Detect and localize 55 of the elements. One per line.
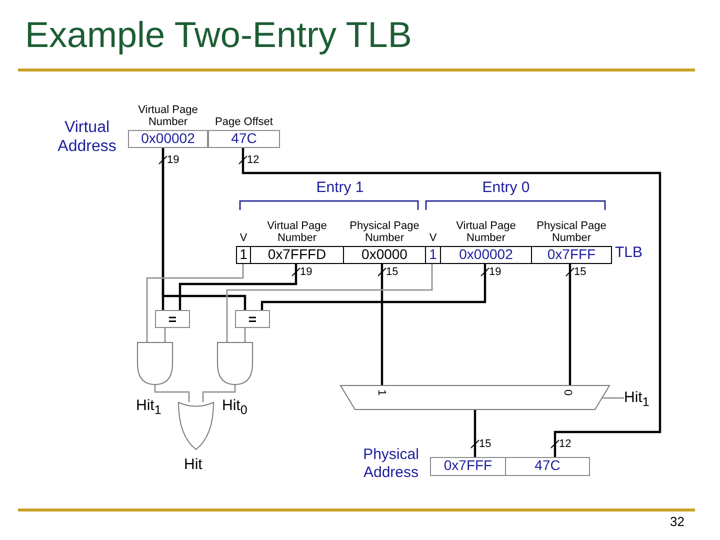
- wire: [474, 410, 476, 457]
- wire: [380, 264, 384, 385]
- register-cell: 1: [425, 246, 441, 264]
- signal-label: Hit$_{1}$: [624, 389, 650, 409]
- bus-width: 12: [247, 154, 260, 166]
- field-heading: Virtual Page Number: [137, 104, 199, 128]
- wire: [164, 328, 166, 342]
- register-cell: 0x00002: [128, 130, 208, 148]
- bus-width: 15: [479, 438, 492, 450]
- wire: [244, 328, 246, 342]
- table-label: TLB: [615, 244, 643, 262]
- field-heading: Physical Page Number: [348, 220, 420, 244]
- slide-title: Example Two-Entry TLB: [25, 14, 412, 56]
- output-label: Hit$_{0}$: [222, 397, 248, 417]
- field-heading: Physical Page Number: [536, 220, 608, 244]
- input-label: 1: [376, 389, 387, 396]
- address-label: Physical Address: [362, 446, 420, 482]
- wire: [146, 264, 244, 342]
- register-cell: 0x7FFF: [531, 246, 612, 264]
- wire: [242, 148, 662, 457]
- entry-label: Entry 0: [481, 179, 531, 197]
- bus-width: 15: [574, 266, 586, 278]
- register-cell: 0x7FFFD: [250, 246, 344, 264]
- field-heading: V: [428, 232, 438, 244]
- page-number: 32: [670, 514, 684, 530]
- field-heading: V: [238, 232, 248, 244]
- input-label: 0: [562, 389, 573, 396]
- register-cell: 0x00002: [440, 246, 532, 264]
- wire: [178, 264, 298, 310]
- wire: [154, 385, 190, 402]
- register-cell: 47C: [505, 457, 590, 476]
- comparator: =: [155, 310, 190, 328]
- bus-width: 19: [300, 266, 312, 278]
- wire: [162, 148, 246, 310]
- register-cell: 0x7FFF: [430, 457, 506, 476]
- wire: [260, 264, 486, 310]
- bus-width: 15: [386, 266, 398, 278]
- field-heading: Virtual Page Number: [455, 220, 517, 244]
- wire: [568, 264, 572, 385]
- wire: [226, 264, 433, 342]
- register-cell: 1: [236, 246, 251, 264]
- bus-width: 12: [559, 438, 572, 450]
- wire: [202, 385, 236, 402]
- register-cell: 47C: [208, 130, 280, 148]
- wire: [602, 397, 624, 399]
- field-heading: Virtual Page Number: [266, 220, 328, 244]
- register-cell: 0x0000: [343, 246, 426, 264]
- output-label: Hit: [184, 456, 202, 473]
- bus-width: 19: [167, 154, 180, 166]
- bus-width: 19: [489, 266, 502, 278]
- address-label: Virtual Address: [56, 118, 118, 156]
- entry-label: Entry 1: [315, 179, 365, 197]
- output-label: Hit$_{1}$: [136, 397, 162, 417]
- comparator: =: [235, 310, 270, 328]
- field-heading: Page Offset: [214, 116, 274, 128]
